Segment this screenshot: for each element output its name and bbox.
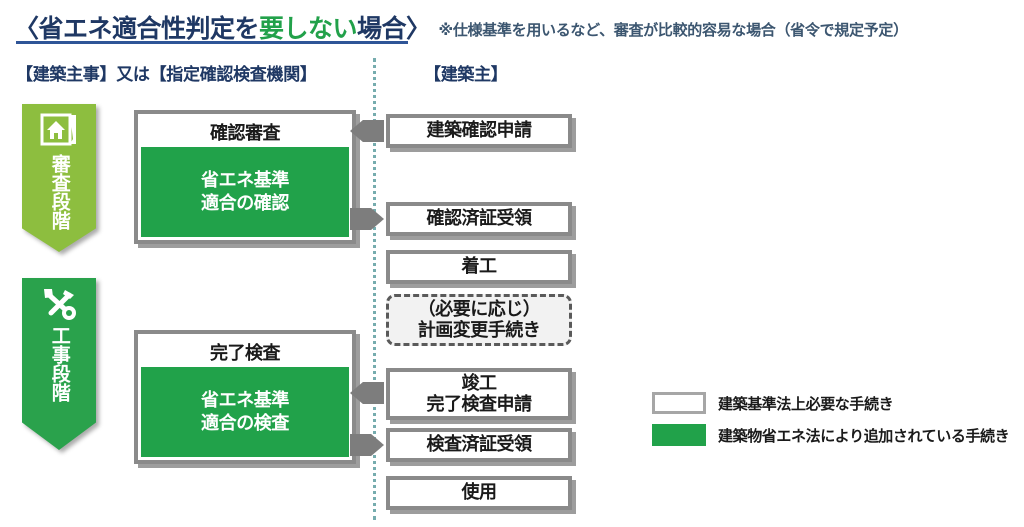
right-box-construction-start: 着工: [386, 250, 572, 284]
right-box-building-application-label: 建築確認申請: [426, 120, 533, 141]
right-box-use-label: 使用: [461, 482, 498, 503]
stage-banner-construction-label: 工事段階: [48, 326, 70, 402]
right-box-confirmation-certificate-label: 確認済証受領: [426, 208, 533, 229]
column-divider: [373, 58, 376, 520]
left-box-completion-inspection-head: 完了検査: [141, 337, 349, 367]
left-box-confirmation-review: 確認審査 省エネ基準 適合の確認: [134, 110, 356, 244]
house-blueprint-icon: [40, 113, 76, 146]
page-title-text: 〈省エネ適合性判定を要しない場合〉: [14, 17, 431, 42]
right-box-completion-application: 竣工 完了検査申請: [386, 368, 572, 420]
right-box-construction-start-label: 着工: [461, 256, 498, 277]
legend-label-standard: 建築基準法上必要な手続き: [718, 395, 894, 413]
right-box-confirmation-certificate: 確認済証受領: [386, 202, 572, 236]
right-box-plan-change-label: （必要に応じ） 計画変更手続き: [417, 298, 541, 340]
right-box-inspection-certificate: 検査済証受領: [386, 428, 572, 462]
column-header-left: 【建築主事】又は【指定確認検査機関】: [16, 65, 317, 84]
page-title: 〈省エネ適合性判定を要しない場合〉 ※仕様基準を用いるなど、審査が比較的容易な場…: [14, 8, 1010, 42]
arrow-to-review: [350, 120, 384, 142]
legend-swatch-white: [652, 392, 706, 414]
page-title-note: ※仕様基準を用いるなど、審査が比較的容易な場合（省令で規定予定）: [438, 22, 909, 39]
right-box-inspection-certificate-label: 検査済証受領: [426, 434, 533, 455]
arrow-to-inspection: [350, 382, 384, 404]
legend-swatch-green: [652, 424, 706, 446]
left-box-completion-inspection-body: 省エネ基準 適合の検査: [141, 367, 349, 457]
page-title-prefix: 〈省エネ適合性判定を: [14, 15, 260, 43]
column-header-right: 【建築主】: [424, 65, 508, 84]
legend-label-added: 建築物省エネ法により追加されている手続き: [718, 427, 1010, 445]
legend-item-standard: 建築基準法上必要な手続き: [652, 392, 1012, 414]
right-box-plan-change: （必要に応じ） 計画変更手続き: [386, 294, 572, 346]
left-box-confirmation-review-body: 省エネ基準 適合の確認: [141, 147, 349, 237]
page-title-suffix: 場合〉: [357, 15, 431, 43]
right-box-completion-application-label: 竣工 完了検査申請: [426, 372, 533, 414]
legend-item-added: 建築物省エネ法により追加されている手続き: [652, 424, 1012, 446]
page-title-highlight: 要しない: [259, 15, 358, 43]
right-box-use: 使用: [386, 476, 572, 510]
left-box-completion-inspection: 完了検査 省エネ基準 適合の検査: [134, 330, 356, 464]
stage-banner-review-body: 審査段階: [22, 104, 96, 252]
right-box-building-application: 建築確認申請: [386, 114, 572, 148]
tools-icon: [44, 289, 76, 320]
arrow-to-inspection-certificate: [350, 434, 384, 456]
arrow-to-confirmation-certificate: [350, 208, 384, 230]
stage-banner-review-label: 審査段階: [48, 154, 70, 230]
stage-banner-review: 審査段階: [22, 104, 96, 252]
stage-banner-construction: 工事段階: [22, 278, 96, 450]
stage-banner-construction-body: 工事段階: [22, 278, 96, 450]
title-underline: [16, 41, 408, 44]
left-box-confirmation-review-head: 確認審査: [141, 117, 349, 147]
legend: 建築基準法上必要な手続き 建築物省エネ法により追加されている手続き: [652, 392, 1012, 456]
